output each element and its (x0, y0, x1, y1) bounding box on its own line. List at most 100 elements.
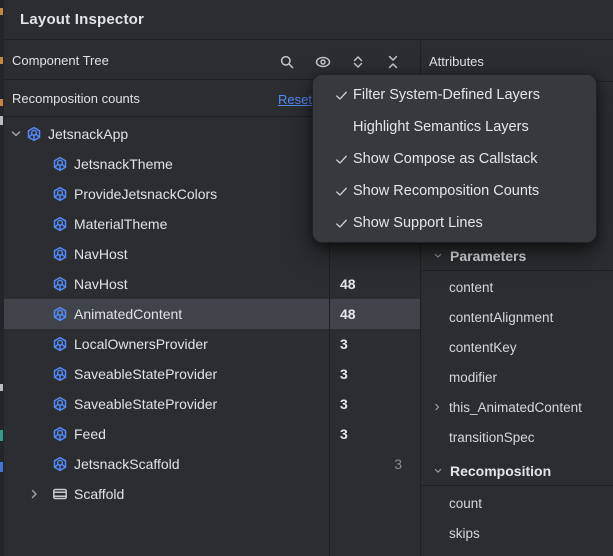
compose-icon (52, 396, 68, 412)
view-options-menu: Filter System-Defined Layers Highlight S… (312, 74, 597, 243)
search-button[interactable] (279, 54, 295, 70)
edge-tick-light (0, 384, 3, 391)
attr-row-skips[interactable]: skips (421, 518, 613, 548)
menu-item-label: Show Compose as Callstack (353, 151, 538, 167)
recomposition-count: 48 (340, 306, 356, 322)
edge-tick-orange (0, 57, 3, 64)
tree-node-label: SaveableStateProvider (74, 366, 217, 382)
recomposition-count: 3 (394, 456, 402, 472)
recomposition-list: count skips (421, 488, 613, 548)
chevron-down-icon[interactable] (432, 465, 444, 477)
attr-row-count[interactable]: count (421, 488, 613, 518)
attr-label: this_AnimatedContent (449, 400, 582, 415)
section-parameters[interactable]: Parameters (421, 242, 613, 271)
compose-icon (52, 186, 68, 202)
compose-icon (52, 276, 68, 292)
menu-item-filter-system-defined-layers[interactable]: Filter System-Defined Layers (313, 79, 596, 111)
view-icon (52, 486, 68, 502)
tree-node-label: Scaffold (74, 486, 124, 502)
menu-item-label: Highlight Semantics Layers (353, 119, 529, 135)
menu-item-show-compose-as-callstack[interactable]: Show Compose as Callstack (313, 143, 596, 175)
tree-node-label: LocalOwnersProvider (74, 336, 208, 352)
checkmark-icon (334, 88, 349, 103)
parameters-list: content contentAlignment contentKey modi… (421, 272, 613, 452)
chevron-down-icon[interactable] (8, 126, 24, 142)
tree-node-label: JetsnackApp (48, 126, 128, 142)
edge-marker-strip (0, 0, 4, 556)
attributes-title: Attributes (429, 54, 484, 69)
recomposition-count: 3 (340, 426, 348, 442)
compose-icon (52, 306, 68, 322)
attr-label: content (449, 280, 493, 295)
expand-all-button[interactable] (350, 54, 366, 70)
attr-row-contentalignment[interactable]: contentAlignment (421, 302, 613, 332)
titlebar: Layout Inspector (4, 0, 613, 40)
chevron-down-icon[interactable] (432, 250, 444, 262)
tree-node-label: NavHost (74, 276, 128, 292)
section-recomposition[interactable]: Recomposition (421, 457, 613, 486)
attr-row-transitionspec[interactable]: transitionSpec (421, 422, 613, 452)
tree-node-label: JetsnackScaffold (74, 456, 180, 472)
attr-label: transitionSpec (449, 430, 535, 445)
menu-item-highlight-semantics-layers[interactable]: Highlight Semantics Layers (313, 111, 596, 143)
section-label: Recomposition (450, 463, 551, 479)
component-tree-title: Component Tree (12, 53, 109, 68)
tree-node-animatedcontent[interactable]: AnimatedContent 48 (4, 299, 420, 329)
compose-icon (52, 336, 68, 352)
menu-item-show-recomposition-counts[interactable]: Show Recomposition Counts (313, 175, 596, 207)
compose-icon (52, 246, 68, 262)
chevron-right-icon[interactable] (26, 486, 42, 502)
tree-node-saveablestateprovider-1[interactable]: SaveableStateProvider 3 (4, 359, 420, 389)
tree-node-label: ProvideJetsnackColors (74, 186, 217, 202)
compose-icon (52, 216, 68, 232)
compose-icon (52, 456, 68, 472)
tree-node-jetsnackscaffold[interactable]: JetsnackScaffold 3 (4, 449, 420, 479)
compose-icon (52, 156, 68, 172)
tree-node-navhost-2[interactable]: NavHost 48 (4, 269, 420, 299)
view-options-button[interactable] (315, 54, 331, 70)
compose-icon (26, 126, 42, 142)
compose-icon (52, 366, 68, 382)
edge-tick-orange (0, 99, 3, 106)
tree-node-label: AnimatedContent (74, 306, 182, 322)
attr-row-contentkey[interactable]: contentKey (421, 332, 613, 362)
attr-row-content[interactable]: content (421, 272, 613, 302)
section-label: Parameters (450, 248, 526, 264)
attr-row-this-animatedcontent[interactable]: this_AnimatedContent (421, 392, 613, 422)
tree-node-localownersprovider[interactable]: LocalOwnersProvider 3 (4, 329, 420, 359)
menu-item-show-support-lines[interactable]: Show Support Lines (313, 207, 596, 239)
edge-tick-teal (0, 430, 3, 441)
recomposition-count: 3 (340, 396, 348, 412)
checkmark-icon (334, 184, 349, 199)
page-title: Layout Inspector (20, 11, 144, 28)
attr-label: modifier (449, 370, 497, 385)
chevron-right-icon[interactable] (431, 401, 443, 413)
collapse-all-icon (385, 54, 401, 70)
checkmark-icon (334, 152, 349, 167)
collapse-all-button[interactable] (385, 54, 401, 70)
tree-node-label: JetsnackTheme (74, 156, 173, 172)
reset-counts-link[interactable]: Reset (278, 81, 312, 117)
recomposition-count: 3 (340, 366, 348, 382)
tree-node-feed[interactable]: Feed 3 (4, 419, 420, 449)
edge-tick-blue (0, 462, 3, 472)
checkmark-icon (334, 216, 349, 231)
tree-node-label: NavHost (74, 246, 128, 262)
attr-label: contentKey (449, 340, 517, 355)
tree-node-label: MaterialTheme (74, 216, 167, 232)
attr-label: contentAlignment (449, 310, 553, 325)
tree-node-scaffold[interactable]: Scaffold (4, 479, 420, 509)
tree-node-navhost-1[interactable]: NavHost (4, 239, 420, 269)
search-icon (279, 54, 295, 70)
recomposition-counts-label: Recomposition counts (12, 91, 140, 106)
menu-item-label: Show Recomposition Counts (353, 183, 539, 199)
eye-icon (315, 54, 331, 70)
compose-icon (52, 426, 68, 442)
attr-row-modifier[interactable]: modifier (421, 362, 613, 392)
menu-item-label: Filter System-Defined Layers (353, 87, 540, 103)
tree-node-saveablestateprovider-2[interactable]: SaveableStateProvider 3 (4, 389, 420, 419)
edge-tick-light (0, 116, 3, 125)
tree-node-label: SaveableStateProvider (74, 396, 217, 412)
recomposition-count: 48 (340, 276, 356, 292)
